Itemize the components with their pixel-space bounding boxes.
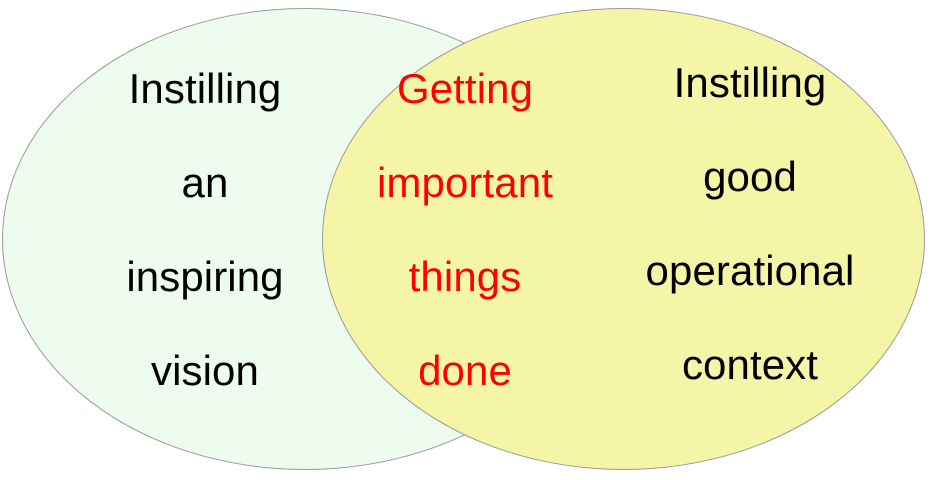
- venn-right-line-4: context: [681, 341, 819, 388]
- venn-intersection-line-1: Getting: [396, 65, 534, 112]
- venn-left-label-group: Instilling an inspiring vision: [40, 68, 370, 444]
- venn-left-line-2: an: [181, 159, 229, 206]
- venn-intersection-label-group: Getting important things done: [340, 68, 590, 444]
- venn-left-line-4: vision: [151, 347, 259, 394]
- venn-intersection-line-3: things: [408, 253, 522, 300]
- venn-intersection-line-2: important: [377, 159, 553, 206]
- venn-circle-right: [322, 8, 925, 470]
- venn-right-line-3: operational: [645, 247, 855, 294]
- venn-right-line-2: good: [703, 153, 797, 200]
- venn-right-label-group: Instilling good operational context: [590, 62, 910, 438]
- venn-left-line-1: Instilling: [128, 65, 282, 112]
- venn-intersection-line-4: done: [418, 347, 512, 394]
- venn-left-line-3: inspiring: [126, 253, 284, 300]
- venn-right-line-1: Instilling: [673, 59, 827, 106]
